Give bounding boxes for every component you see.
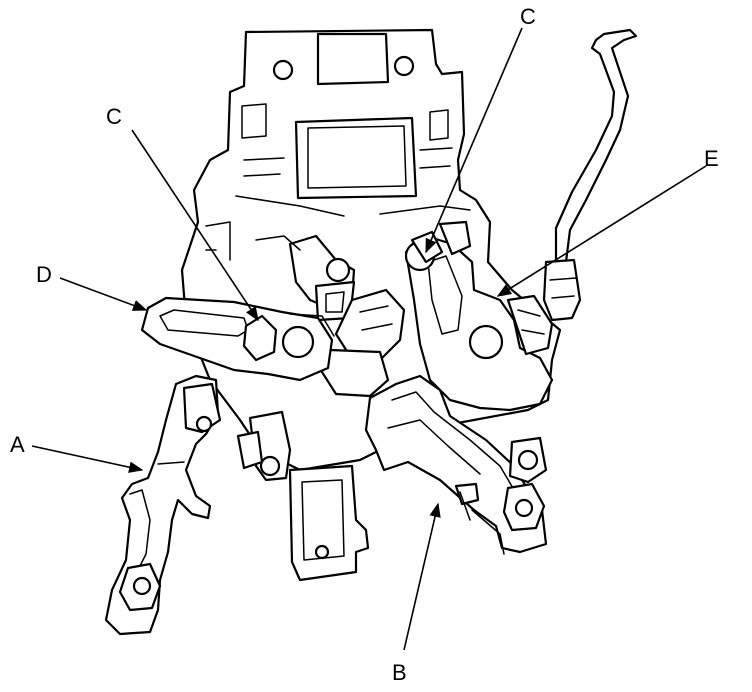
- leader-c-right: [425, 27, 523, 254]
- leader-a: [31, 445, 144, 473]
- leader-d: [59, 277, 148, 311]
- callout-c-left: C: [106, 104, 122, 129]
- callout-a: A: [10, 432, 25, 457]
- leader-b: [403, 502, 441, 651]
- callout-d: D: [36, 262, 52, 287]
- central-mechanism: [255, 234, 406, 398]
- lever-a: [104, 374, 222, 636]
- leader-lines: [31, 27, 707, 651]
- callout-e: E: [704, 146, 719, 171]
- actuator-rod: [542, 28, 638, 322]
- leader-c-left: [131, 129, 259, 322]
- leader-e: [496, 165, 707, 297]
- callout-labels: C C D E A B: [10, 4, 719, 685]
- callout-c-right: C: [520, 4, 536, 29]
- lower-bracket: [236, 410, 370, 582]
- right-rotor-lever: [404, 220, 554, 412]
- lever-d: [140, 296, 335, 382]
- callout-b: B: [392, 660, 407, 685]
- lever-b: [364, 374, 548, 555]
